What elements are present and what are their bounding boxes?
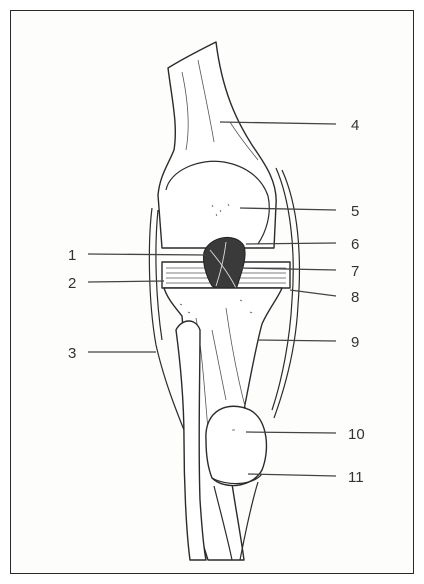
label-2: 2 — [68, 275, 76, 292]
leader-line-9 — [258, 340, 336, 341]
label-4: 4 — [351, 117, 359, 134]
label-1: 1 — [68, 247, 76, 264]
label-8: 8 — [351, 289, 359, 306]
leader-line-2 — [88, 281, 164, 282]
label-7: 7 — [351, 263, 359, 280]
label-5: 5 — [351, 203, 359, 220]
label-6: 6 — [351, 236, 359, 253]
label-9: 9 — [351, 334, 359, 351]
label-11: 11 — [348, 469, 364, 486]
leader-line-1 — [88, 254, 206, 255]
label-10: 10 — [348, 426, 365, 443]
leader-line-8 — [290, 290, 336, 296]
label-3: 3 — [68, 345, 76, 362]
femur — [158, 42, 276, 248]
